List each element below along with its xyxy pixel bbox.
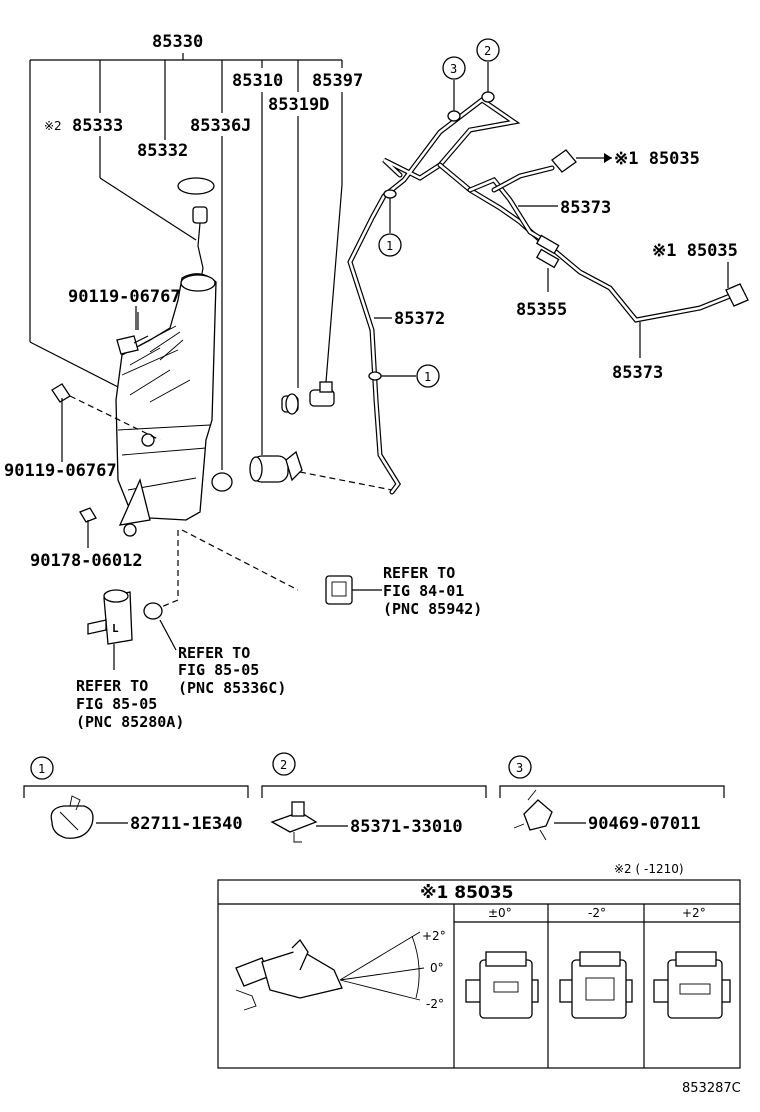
hose-85372: [347, 96, 521, 495]
clip-icon-82711: [50, 795, 94, 839]
washer-tank: [115, 273, 217, 537]
legend-3: 3 90469-07011: [499, 755, 725, 841]
svg-text:1: 1: [386, 239, 393, 253]
legend-part-3: 90469-07011: [588, 814, 701, 834]
svg-text:2: 2: [280, 758, 287, 772]
nozzle-top-view-0: [465, 951, 539, 1019]
label-90119-06767-b: 90119-06767: [4, 461, 117, 481]
nut: [79, 507, 97, 548]
connector-ref-84: [325, 575, 382, 605]
check-valve-85355: [535, 234, 560, 292]
label-85332: 85332: [137, 141, 188, 161]
legend-1: 1 82711-1E340: [23, 756, 249, 839]
svg-text:1: 1: [38, 762, 45, 776]
angle-minus: -2°: [426, 997, 444, 1011]
clip-icon-90469: [513, 789, 553, 841]
dash-tank-cap: [153, 530, 179, 611]
label-85373-a: 85373: [560, 198, 611, 218]
grommet-85336J: [211, 472, 233, 492]
ref2-line2: FIG 85-05: [178, 661, 259, 679]
leader-85330: [29, 53, 343, 389]
mark-85333: ※2: [44, 119, 62, 133]
legend-part-1: 82711-1E340: [130, 814, 243, 834]
table-col-0: ±0°: [488, 906, 512, 920]
nozzle-85035-a: [551, 149, 612, 173]
pump-ref-85280A: L: [87, 589, 133, 670]
hose-85373: [437, 162, 733, 323]
nozzle-spray-illustration: [235, 931, 425, 1011]
dash-tank-84: [181, 529, 299, 591]
label-85333: 85333: [72, 116, 123, 136]
label-85330: 85330: [152, 32, 203, 52]
bolt-upper: [116, 312, 149, 355]
label-85319D: 85319D: [268, 95, 329, 115]
clip-icon-85371: [270, 801, 318, 843]
dash-pump: [299, 471, 393, 491]
hose-clips: [368, 91, 495, 381]
cap-85332: [177, 177, 215, 195]
svg-text:1: 1: [424, 370, 431, 384]
nozzle-85035-b: [725, 262, 749, 307]
callout-1-upper: 1: [378, 195, 402, 257]
label-90178-06012: 90178-06012: [30, 551, 143, 571]
nozzle-top-view-1: [559, 951, 633, 1019]
ref2-line3: (PNC 85336C): [178, 679, 286, 697]
label-85355: 85355: [516, 300, 567, 320]
legend-part-2: 85371-33010: [350, 817, 463, 837]
connector-85397: [309, 381, 335, 407]
svg-text:3: 3: [450, 62, 457, 76]
legend-2: 2 85371-33010: [261, 752, 487, 843]
ref3-line3: (PNC 85280A): [76, 713, 184, 731]
label-85372: 85372: [394, 309, 445, 329]
ref3-line2: FIG 85-05: [76, 695, 157, 713]
callout-3: 3: [442, 56, 466, 115]
pump-85310: [249, 450, 303, 483]
cap-ref-85336C: [143, 602, 177, 651]
label-85035-a: ※1 85035: [614, 149, 700, 169]
angle-zero: 0°: [430, 961, 444, 975]
label-85310: 85310: [232, 71, 283, 91]
nozzle-angle-table: ※1 85035 ±0° -2° +2° +2° 0° -2°: [217, 879, 741, 1069]
leaders-upper: [99, 92, 343, 470]
ref1-line3: (PNC 85942): [383, 600, 482, 618]
angle-plus: +2°: [422, 929, 446, 943]
label-85336J: 85336J: [190, 116, 251, 136]
ref3-line1: REFER TO: [76, 677, 148, 695]
svg-text:2: 2: [484, 44, 491, 58]
nozzle-top-view-2: [653, 951, 731, 1019]
svg-text:3: 3: [516, 761, 523, 775]
callout-2: 2: [476, 38, 500, 96]
table-col-2: +2°: [682, 906, 706, 920]
ref1-line2: FIG 84-01: [383, 582, 464, 600]
table-col-1: -2°: [588, 906, 606, 920]
ref1-line1: REFER TO: [383, 564, 455, 582]
dash-bolt: [69, 395, 161, 441]
ref2-line1: REFER TO: [178, 644, 250, 662]
note-2: ※2 ( -1210): [614, 862, 684, 876]
grommet-85319D: [281, 393, 299, 415]
label-90119-06767-a: 90119-06767: [68, 287, 181, 307]
table-title: ※1 85035: [420, 883, 513, 903]
bolt-left: [51, 383, 71, 462]
label-85035-b: ※1 85035: [652, 241, 738, 261]
label-85373-b: 85373: [612, 363, 663, 383]
svg-text:L: L: [112, 622, 119, 635]
callout-1-lower: 1: [376, 364, 440, 388]
figure-code: 853287C: [682, 1081, 741, 1096]
label-85397: 85397: [312, 71, 363, 91]
